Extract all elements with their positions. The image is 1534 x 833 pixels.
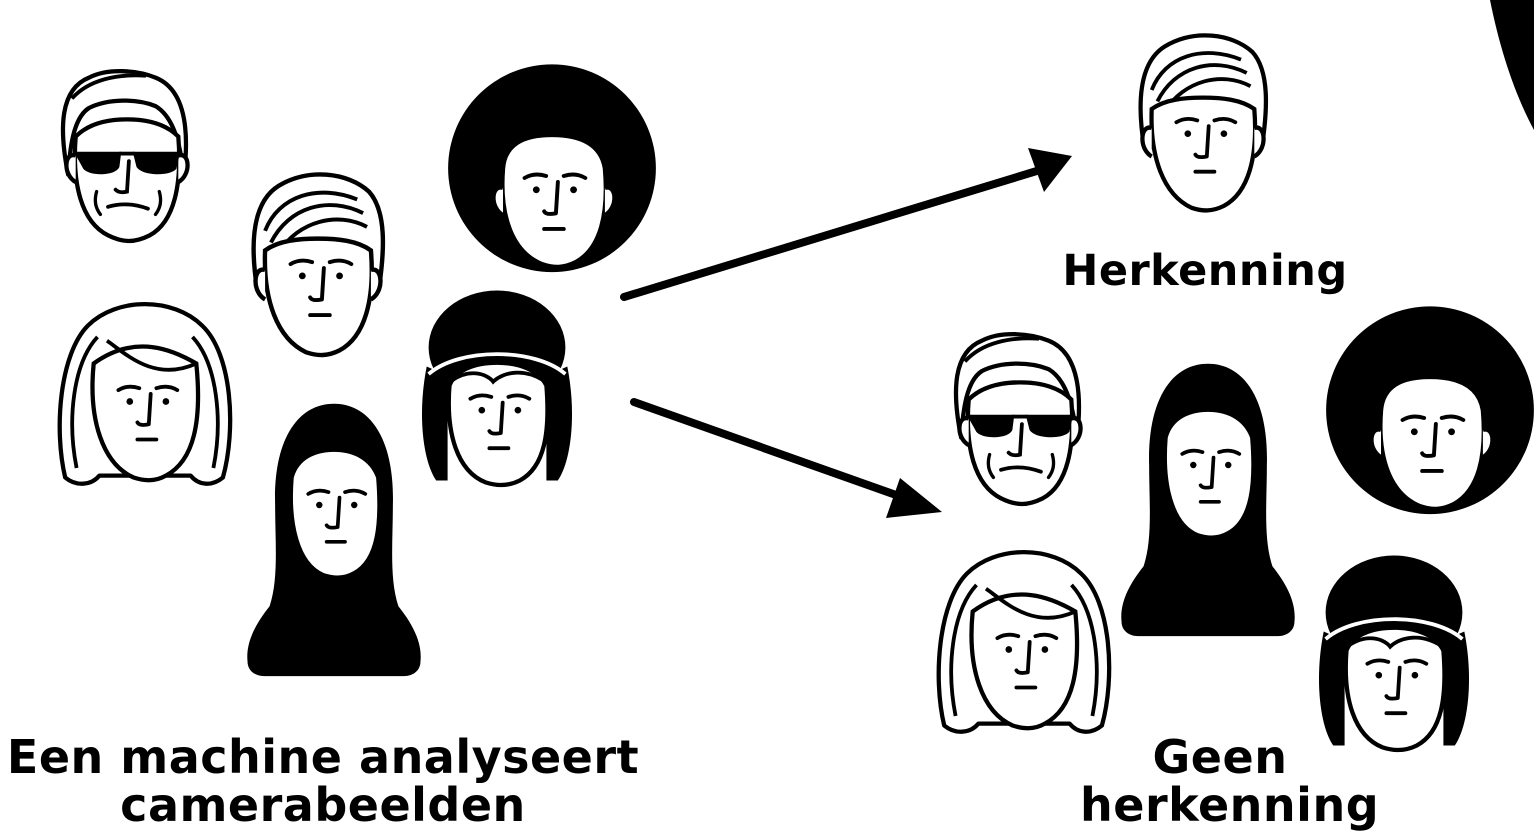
face-woman [60, 304, 230, 484]
face-woman-2 [939, 552, 1109, 732]
face-afro-2 [1326, 306, 1534, 514]
arrow-to-no-recognition [630, 398, 942, 518]
no-recognition-label: Geen herkenning [1080, 730, 1380, 832]
face-afro [448, 64, 656, 272]
recognition-label: Herkenning [1062, 246, 1348, 296]
corner-shape [1490, 0, 1534, 130]
face-combed-man [254, 174, 383, 355]
recognized-face [1141, 35, 1266, 210]
face-hijab-2 [1121, 364, 1294, 636]
input-label-line-1: Een machine analyseert [6, 730, 640, 784]
face-bun-2 [1319, 556, 1469, 751]
arrow-to-recognition [620, 148, 1072, 301]
input-face-group [60, 64, 656, 676]
face-hijab [247, 404, 420, 676]
no-recognition-label-line-1: Geen [1152, 730, 1288, 784]
face-bun [422, 291, 572, 486]
unrecognized-face-group [939, 306, 1534, 750]
input-label-line-2: camerabeelden [120, 778, 526, 832]
face-sunglasses-man-2 [956, 334, 1081, 504]
face-sunglasses-man [63, 71, 188, 241]
no-recognition-label-line-2: herkenning [1080, 778, 1380, 832]
input-label: Een machine analyseert camerabeelden [0, 733, 646, 829]
